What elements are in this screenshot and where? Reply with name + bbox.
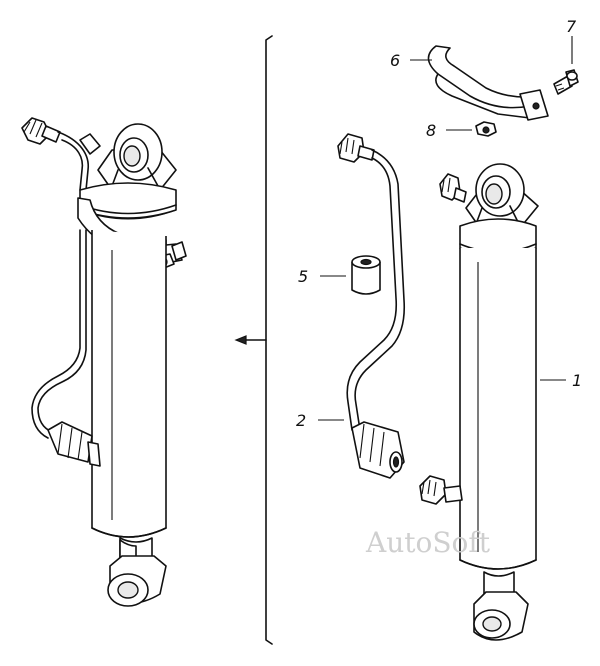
part-6-clamp <box>427 45 549 121</box>
assembled-rod-eye <box>107 537 167 607</box>
callout-1: 1 <box>540 371 582 390</box>
part-7-bolt <box>553 69 579 95</box>
callout-2-label: 2 <box>296 411 306 430</box>
part-2-pipe <box>337 133 406 479</box>
assembled-cylinder <box>21 117 187 607</box>
callout-2: 2 <box>296 411 344 430</box>
callout-5-label: 5 <box>298 267 308 286</box>
assembled-upper-fitting <box>21 117 101 191</box>
assembled-barrel <box>91 230 167 538</box>
callout-8-label: 8 <box>426 121 436 140</box>
callout-1-label: 1 <box>572 371 582 390</box>
grouping-bracket <box>265 35 273 645</box>
arrow-left-icon <box>234 335 267 345</box>
part-1-cylinder <box>419 163 539 641</box>
callout-6-label: 6 <box>390 51 400 70</box>
part-8-nut <box>475 121 497 137</box>
assembled-top-eye <box>97 123 177 191</box>
callout-7-label: 7 <box>566 17 577 36</box>
callout-7: 7 <box>566 17 577 64</box>
callout-8: 8 <box>426 121 472 140</box>
callout-5: 5 <box>298 267 346 286</box>
watermark: AutoSoft <box>365 526 491 559</box>
assembled-side-tube <box>37 229 87 433</box>
callout-6: 6 <box>390 51 432 70</box>
assembled-lower-fitting <box>47 421 101 467</box>
part-5-spacer <box>351 255 381 295</box>
